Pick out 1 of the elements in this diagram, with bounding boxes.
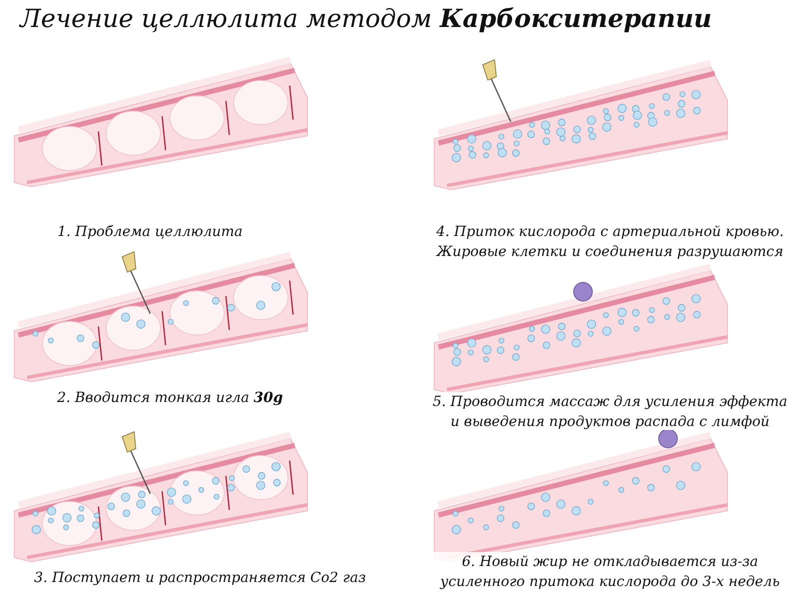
title: Лечение целлюлита методом Карбокситерапии	[20, 4, 712, 33]
